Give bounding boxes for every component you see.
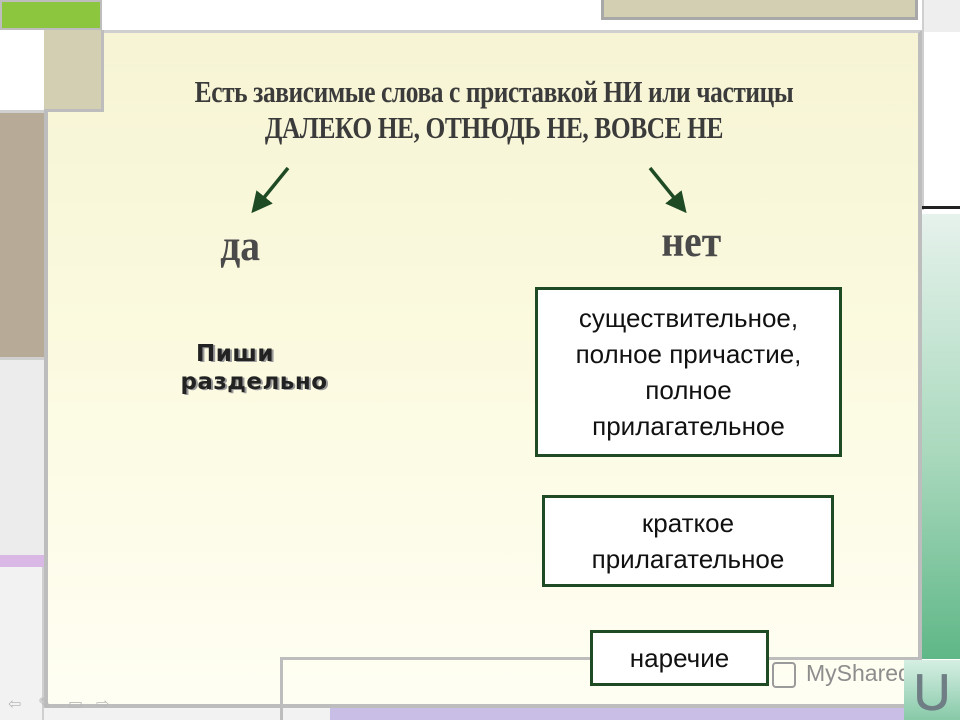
back-icon[interactable]: ⇦ bbox=[8, 694, 22, 713]
box-noun-line-3: полное bbox=[645, 375, 732, 405]
adverb-box: наречие bbox=[590, 630, 769, 686]
box-noun-line-2: полное причастие, bbox=[575, 339, 802, 369]
watermark-text: MyShared bbox=[806, 660, 911, 686]
pen-icon[interactable]: ✎ bbox=[38, 694, 52, 713]
frame-block-right-green bbox=[922, 214, 960, 659]
box-noun-line-4: прилагательное bbox=[592, 411, 785, 441]
slide-title-line-2: ДАЛЕКО НЕ, ОТНЮДЬ НЕ, ВОВСЕ НЕ bbox=[264, 110, 724, 145]
box-short-adj-line-2: прилагательное bbox=[591, 544, 785, 574]
short-adjective-box: краткое прилагательное bbox=[542, 495, 834, 587]
noun-participle-adjective-box: существительное, полное причастие, полно… bbox=[535, 287, 842, 457]
no-label: нет bbox=[661, 217, 722, 266]
frame-block-right-mid bbox=[922, 32, 960, 210]
frame-block-bottom-purple bbox=[330, 708, 920, 720]
slide-title: Есть зависимые слова с приставкой НИ или… bbox=[174, 74, 814, 146]
box-noun-line-1: существительное, bbox=[578, 303, 799, 333]
frame-block-top bbox=[601, 0, 918, 20]
frame-block-inner bbox=[44, 30, 104, 112]
frame-block-left-purple bbox=[0, 555, 44, 567]
frame-block-left-gray bbox=[0, 360, 44, 555]
write-separately-line-2: раздельно bbox=[180, 369, 328, 395]
frame-block-right-top bbox=[922, 0, 960, 32]
frame-divider-line bbox=[922, 206, 960, 209]
upload-logo-icon[interactable]: ⋃ bbox=[904, 660, 960, 720]
yes-label: да bbox=[220, 221, 261, 270]
slide-title-line-1: Есть зависимые слова с приставкой НИ или… bbox=[194, 74, 794, 109]
frame-block-left bbox=[0, 110, 44, 360]
forward-icon[interactable]: ⇨ bbox=[96, 694, 110, 713]
menu-icon[interactable]: ▭ bbox=[68, 694, 84, 713]
write-separately-text: Пиши раздельно bbox=[150, 340, 350, 396]
frame-block-bottom-left bbox=[0, 567, 44, 720]
frame-block-green bbox=[0, 0, 102, 30]
box-short-adj-line-1: краткое bbox=[641, 508, 735, 538]
write-separately-line-1: Пиши bbox=[196, 341, 274, 367]
myshared-logo-icon bbox=[772, 662, 796, 688]
box-adverb-label: наречие bbox=[629, 643, 730, 673]
